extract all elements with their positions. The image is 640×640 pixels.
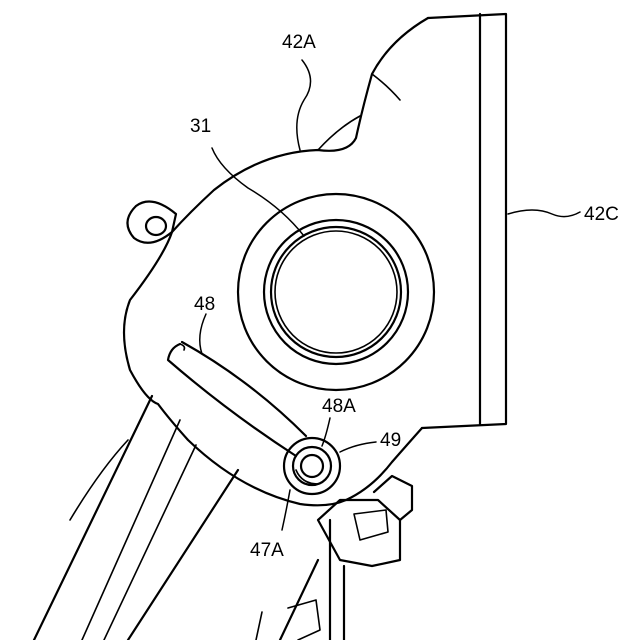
mounting-tab (127, 202, 176, 243)
bracket-plate-42C (422, 14, 506, 428)
label-42A: 42A (282, 32, 316, 53)
label-48: 48 (194, 294, 215, 315)
guide-slot-48 (168, 342, 306, 456)
lower-arm (34, 396, 238, 640)
label-49: 49 (380, 430, 401, 451)
label-42C: 42C (584, 204, 619, 225)
label-47A: 47A (250, 540, 284, 561)
label-48A: 48A (322, 396, 356, 417)
pin-assembly (284, 438, 340, 494)
leader-lines (200, 60, 580, 530)
pivot-boss-31 (238, 194, 434, 390)
label-31: 31 (190, 116, 211, 137)
